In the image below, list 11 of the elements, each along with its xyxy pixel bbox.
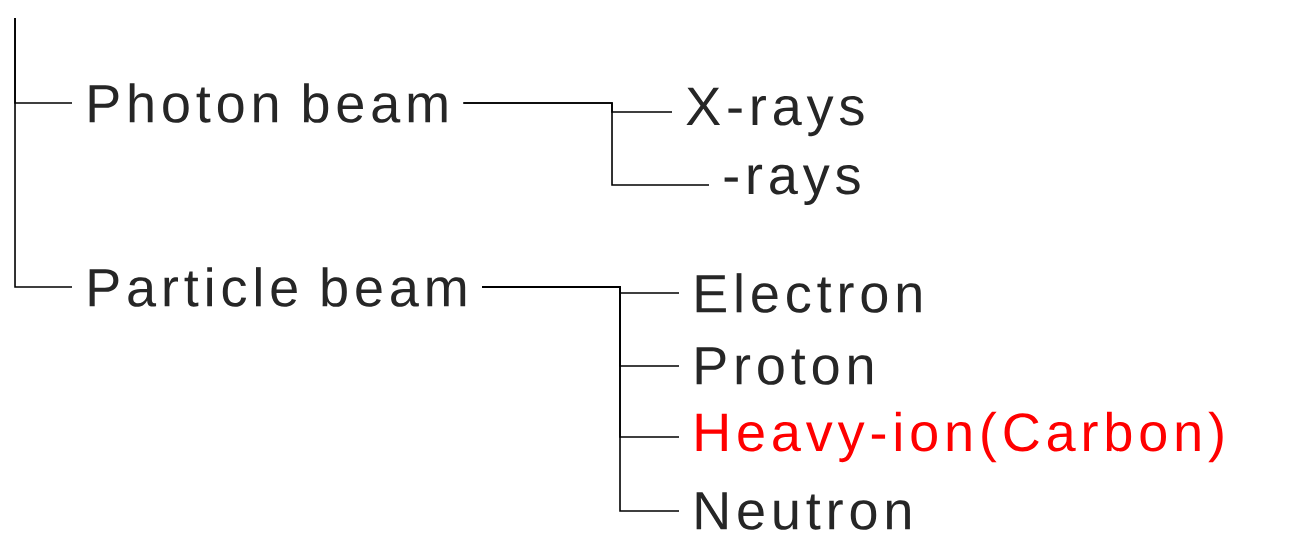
tree-label: Neutron [696, 492, 910, 530]
tree-label: X-rays [686, 87, 864, 137]
tree-label: -rays [724, 164, 860, 206]
tree-connector [462, 102, 710, 186]
tree-label: Electron [696, 273, 921, 313]
tree-label: Photon beam [89, 83, 447, 123]
tree-label: Proton [696, 347, 873, 385]
tree-connector [481, 286, 680, 512]
tree-connector [14, 17, 73, 288]
tree-label: Heavy-ion(Carbon) [696, 411, 1223, 463]
tree-label: Particle beam [89, 267, 466, 307]
